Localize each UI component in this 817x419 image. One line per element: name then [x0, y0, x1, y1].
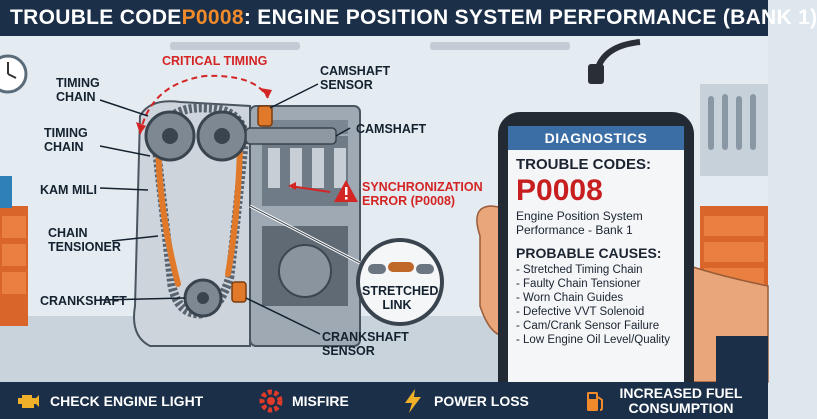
tool-cabinet-left — [0, 176, 28, 326]
crankshaft-sensor — [231, 281, 247, 303]
page-title: TROUBLE CODE P0008: ENGINE POSITION SYST… — [0, 0, 817, 36]
label-timing-chain-top: TIMING CHAIN — [56, 76, 100, 104]
cause-item: Defective VVT Solenoid — [516, 305, 684, 319]
label-chain-tensioner: CHAIN TENSIONER — [48, 226, 121, 254]
cause-item: Cam/Crank Sensor Failure — [516, 319, 684, 333]
label-timing-chain-second: TIMING CHAIN — [44, 126, 88, 154]
clock-icon — [0, 54, 28, 94]
trouble-codes-label: TROUBLE CODES: — [516, 156, 651, 173]
lightning-icon — [398, 386, 428, 416]
label-critical-timing: CRITICAL TIMING — [162, 54, 268, 68]
diagnostics-header: DIAGNOSTICS — [508, 126, 684, 150]
title-suffix: : ENGINE POSITION SYSTEM PERFORMANCE (BA… — [243, 6, 817, 29]
title-code: P0008 — [181, 6, 244, 29]
probable-causes-label: PROBABLE CAUSES: — [516, 245, 662, 261]
camshaft-sensor — [257, 105, 273, 127]
cause-item: Stretched Timing Chain — [516, 263, 684, 277]
symptom-power-loss: POWER LOSS — [398, 386, 529, 416]
label-camshaft-sensor: CAMSHAFT SENSOR — [320, 64, 391, 92]
probable-causes-list: Stretched Timing Chain Faulty Chain Tens… — [516, 263, 684, 347]
engine-block — [249, 105, 361, 347]
camshaft-gear-left — [144, 110, 196, 162]
cause-item: Low Engine Oil Level/Quality — [516, 333, 684, 347]
label-crankshaft: CRANKSHAFT — [40, 294, 127, 308]
diagnostic-phone: DIAGNOSTICS TROUBLE CODES: P0008 Engine … — [498, 112, 694, 402]
label-stretched-link: STRETCHED LINK — [362, 284, 439, 312]
cause-item: Faulty Chain Tensioner — [516, 277, 684, 291]
illustration-area: TIMING CHAIN TIMING CHAIN KAM MILI CHAIN… — [0, 36, 769, 402]
gear-icon — [256, 386, 286, 416]
label-sync-error: SYNCHRONIZATION ERROR (P0008) — [362, 180, 483, 208]
fuel-pump-icon — [580, 386, 610, 416]
label-kam-mili: KAM MILI — [40, 183, 97, 197]
camshaft-gear-right — [196, 110, 248, 162]
label-camshaft: CAMSHAFT — [356, 122, 427, 136]
title-prefix: TROUBLE CODE — [10, 6, 182, 29]
trouble-code-description: Engine Position System Performance - Ban… — [516, 209, 643, 237]
cause-item: Worn Chain Guides — [516, 291, 684, 305]
crankshaft-gear — [183, 278, 223, 318]
infographic: TROUBLE CODE P0008: ENGINE POSITION SYST… — [0, 0, 768, 419]
symptom-fuel-consumption: INCREASED FUEL CONSUMPTION — [580, 385, 746, 416]
symptom-bar: CHECK ENGINE LIGHT MISFIRE POWER LOSS IN… — [0, 382, 768, 419]
engine-icon — [14, 386, 44, 416]
warning-icon — [334, 180, 358, 202]
symptom-check-engine: CHECK ENGINE LIGHT — [14, 386, 203, 416]
stretched-link-magnifier — [356, 238, 444, 326]
phone-screen: DIAGNOSTICS TROUBLE CODES: P0008 Engine … — [508, 126, 684, 388]
trouble-code-value: P0008 — [516, 174, 603, 207]
chain-guide-right — [225, 145, 243, 277]
symptom-misfire: MISFIRE — [256, 386, 349, 416]
label-crankshaft-sensor: CRANKSHAFT SENSOR — [322, 330, 409, 358]
chain-guide-left — [155, 143, 181, 287]
